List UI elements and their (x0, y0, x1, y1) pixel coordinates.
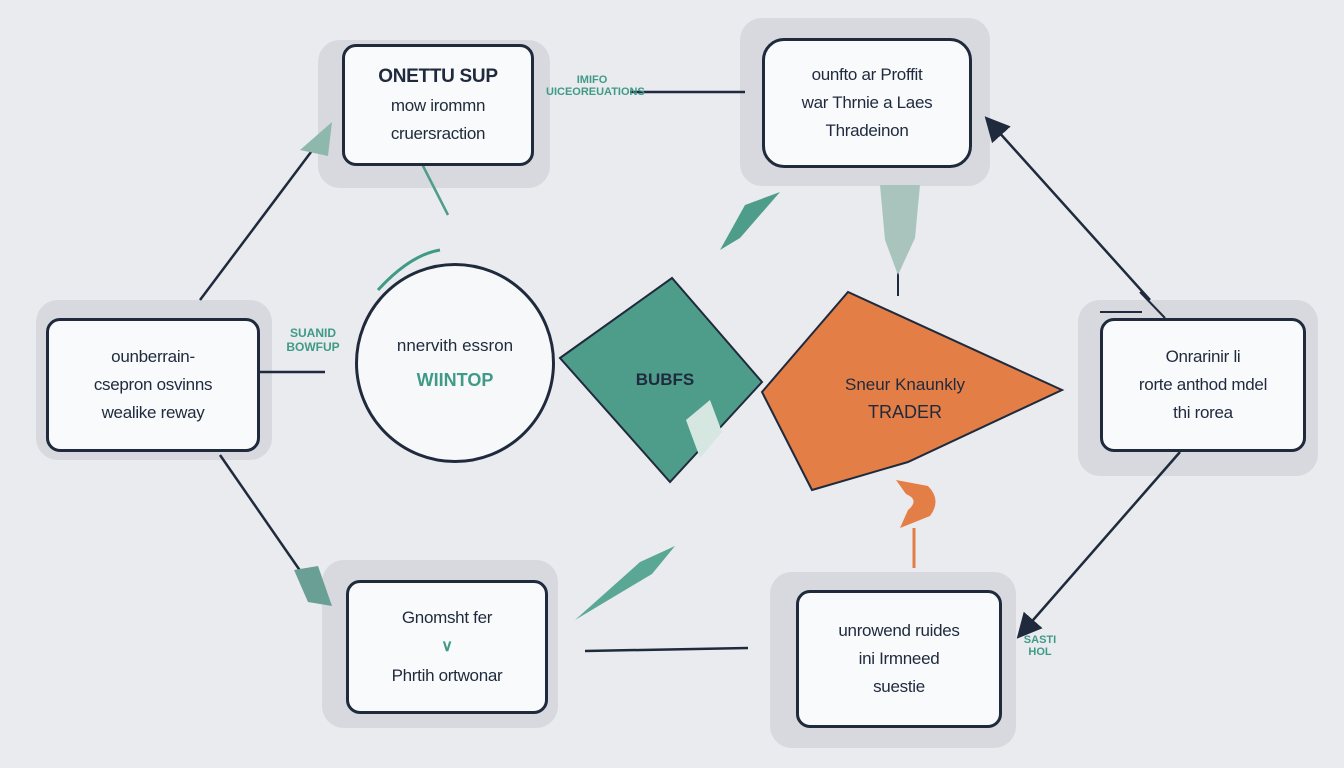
edge-label-right-lower: SASTI HOL (1023, 634, 1057, 658)
node-left[interactable]: ounberrain- csepron osvinns wealike rewa… (46, 318, 260, 452)
node-bottom-right-line2: ini Irmneed (858, 649, 940, 668)
node-right-line3: thi rorea (1173, 403, 1233, 422)
node-bottom-right[interactable]: unrowend ruides ini Irmneed suestie (796, 590, 1002, 728)
teal-arrow-bottom (575, 546, 675, 620)
node-left-line1: ounberrain- (111, 347, 195, 366)
node-circle-line1: nnervith essron (396, 335, 514, 355)
node-top-left-line2: mow irommn (390, 96, 486, 115)
edge-right-tick (1139, 291, 1166, 319)
edge-left-to-top-left (199, 139, 321, 301)
edge-bottom-link (584, 646, 749, 653)
orange-hook (896, 480, 936, 528)
node-top-right-line2: war Thrnie a Laes (801, 93, 933, 112)
node-top-right-line3: Thradeinon (825, 121, 909, 140)
pentagon-shape (760, 290, 1065, 492)
edge-right-to-bottom-right (1016, 451, 1181, 639)
edge-teal-top-left (418, 159, 450, 216)
arrow-head-teal-top-left (300, 122, 332, 156)
node-bottom-left-line1: Gnomsht fer (401, 608, 493, 627)
node-pentagon-line2: TRADER (867, 402, 942, 422)
grey-arrow-top-right (880, 185, 920, 275)
diamond-fold (686, 400, 722, 458)
edge-label-top: IMIFO UICEOREUATIONS (546, 74, 645, 98)
node-right-line1: Onrarinir li (1165, 347, 1241, 366)
node-top-right[interactable]: ounfto ar Proffit war Thrnie a Laes Thra… (762, 38, 972, 168)
node-bottom-right-line1: unrowend ruides (838, 621, 960, 640)
node-right[interactable]: Onrarinir li rorte anthod mdel thi rorea (1100, 318, 1306, 452)
edge-label-left: SUANID BOWFUP (286, 326, 340, 354)
node-circle-line2: WIINTOP (416, 369, 494, 390)
chevron-down-icon: ∨ (441, 638, 453, 655)
node-circle[interactable]: nnervith essron WIINTOP (355, 263, 555, 463)
node-top-left[interactable]: ONETTU SUP mow irommn cruersraction (342, 44, 534, 166)
teal-arrow-top (720, 192, 780, 250)
edge-right-to-top-right (984, 116, 1151, 301)
arrow-head-bottom-left (294, 566, 332, 606)
node-top-left-line3: cruersraction (390, 124, 486, 143)
node-left-line3: wealike reway (101, 403, 205, 422)
node-top-right-line1: ounfto ar Proffit (811, 65, 923, 84)
node-diamond-label: BUBFS (635, 370, 695, 389)
node-left-line2: csepron osvinns (93, 375, 213, 394)
edge-left-to-bottom-left (218, 454, 312, 586)
node-right-line2: rorte anthod mdel (1138, 375, 1268, 394)
node-bottom-right-line3: suestie (873, 677, 925, 696)
circle-swoosh (376, 248, 441, 292)
node-bottom-left-line2: Phrtih ortwonar (391, 666, 503, 685)
node-pentagon-line1: Sneur Knaunkly (844, 375, 966, 394)
node-bottom-left[interactable]: Gnomsht fer ∨ Phrtih ortwonar (346, 580, 548, 714)
node-top-left-title: ONETTU SUP (378, 66, 498, 87)
